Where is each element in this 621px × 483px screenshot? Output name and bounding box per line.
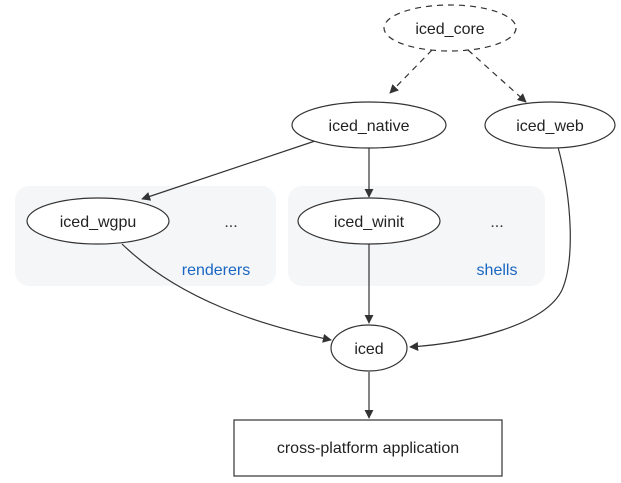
node-iced-winit-label: iced_winit xyxy=(334,214,405,231)
edge-core-to-native xyxy=(389,49,433,94)
edge-core-to-web xyxy=(467,49,527,103)
node-iced-wgpu-label: iced_wgpu xyxy=(60,214,137,231)
renderers-more: ... xyxy=(224,214,237,231)
node-iced-winit: iced_winit xyxy=(297,197,441,245)
edge-native-to-wgpu xyxy=(141,139,319,201)
node-cross-platform-application: cross-platform application xyxy=(233,419,503,477)
edge-web-to-iced xyxy=(409,146,571,351)
node-iced-web-label: iced_web xyxy=(516,118,584,135)
node-app-label: cross-platform application xyxy=(277,440,459,457)
node-iced-core: iced_core xyxy=(383,4,517,52)
node-iced-core-label: iced_core xyxy=(415,21,484,38)
shells-group-label: shells xyxy=(477,262,518,279)
node-iced-wgpu: iced_wgpu xyxy=(26,197,170,245)
node-iced-native: iced_native xyxy=(291,101,447,149)
node-iced: iced xyxy=(330,324,408,372)
node-iced-label: iced xyxy=(354,341,383,358)
edge-wgpu-to-iced xyxy=(121,243,332,343)
node-iced-native-label: iced_native xyxy=(329,118,410,135)
shells-more: ... xyxy=(490,214,503,231)
node-iced-web: iced_web xyxy=(484,101,616,149)
renderers-group-label: renderers xyxy=(182,262,250,279)
